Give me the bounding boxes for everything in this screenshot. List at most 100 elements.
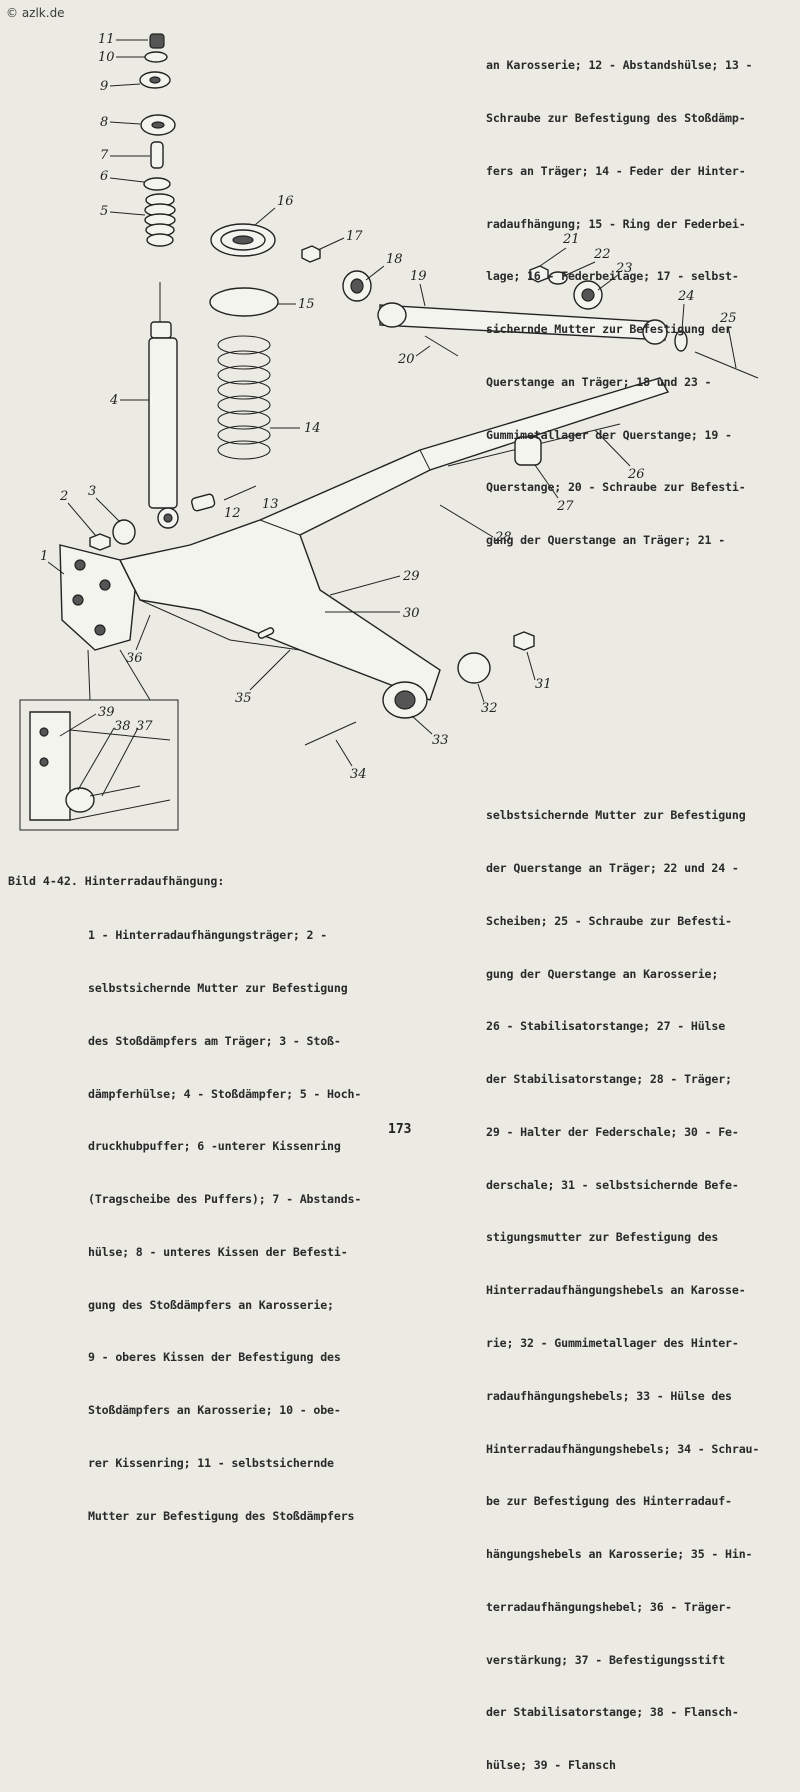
caption-line: druckhubpuffer; 6 -unterer Kissenring bbox=[88, 1139, 341, 1154]
callouts: 11 10 9 8 7 6 5 16 17 15 4 14 13 12 2 3 … bbox=[40, 32, 737, 797]
nut-31 bbox=[513, 631, 535, 651]
nut-2 bbox=[89, 533, 111, 551]
callout-8: 8 bbox=[100, 115, 108, 130]
legend-line: 29 - Halter der Federschale; 30 - Fe- bbox=[486, 1124, 739, 1139]
bump-stop bbox=[144, 193, 176, 247]
callout-38: 38 bbox=[114, 719, 131, 734]
callout-20: 20 bbox=[397, 352, 415, 367]
callout-1: 1 bbox=[40, 549, 48, 564]
legend-line: gung der Querstange an Träger; 21 - bbox=[486, 533, 726, 548]
suspension-carrier bbox=[59, 377, 670, 719]
caption-line: (Tragscheibe des Puffers); 7 - Abstands- bbox=[88, 1192, 362, 1207]
detail-inset bbox=[19, 649, 179, 831]
caption-line: 9 - oberes Kissen der Befestigung des bbox=[88, 1350, 341, 1365]
cross-bar bbox=[342, 265, 688, 352]
bolt-13 bbox=[223, 485, 257, 501]
legend-line: Querstange an Träger; 18 und 23 - bbox=[486, 374, 712, 389]
callout-5: 5 bbox=[100, 204, 108, 219]
legend-line: fers an Träger; 14 - Feder der Hinter- bbox=[486, 163, 746, 178]
callout-13: 13 bbox=[262, 497, 279, 512]
legend-line: radaufhängungshebels; 33 - Hülse des bbox=[486, 1388, 732, 1403]
callout-7: 7 bbox=[100, 148, 109, 163]
watermark: © azlk.de bbox=[6, 6, 65, 20]
legend-line: radaufhängung; 15 - Ring der Federbei- bbox=[486, 216, 746, 231]
legend-line: verstärkung; 37 - Befestigungsstift bbox=[486, 1652, 726, 1667]
legend-line: hülse; 39 - Flansch bbox=[486, 1758, 616, 1773]
legend-line: gung der Querstange an Karosserie; bbox=[486, 966, 719, 981]
legend-line: selbstsichernde Mutter zur Befestigung bbox=[486, 808, 746, 823]
page-number: 173 bbox=[388, 1122, 412, 1137]
callout-3: 3 bbox=[88, 484, 96, 499]
callout-28: 28 bbox=[494, 530, 512, 545]
callout-15: 15 bbox=[298, 297, 315, 312]
callout-31: 31 bbox=[535, 677, 552, 692]
callout-33: 33 bbox=[432, 733, 449, 748]
callout-35: 35 bbox=[235, 691, 252, 706]
spacer-sleeve bbox=[191, 493, 216, 512]
legend-line: sichernde Mutter zur Befestigung der bbox=[486, 322, 732, 337]
callout-37: 37 bbox=[136, 719, 153, 734]
callout-25: 25 bbox=[719, 311, 737, 326]
shock-mount-stack bbox=[139, 33, 176, 247]
callout-24: 24 bbox=[677, 289, 695, 304]
callout-9: 9 bbox=[100, 79, 108, 94]
caption-line: Mutter zur Befestigung des Stoßdämpfers bbox=[88, 1508, 355, 1523]
callout-12: 12 bbox=[224, 506, 241, 521]
coil-spring bbox=[217, 335, 271, 460]
figure-caption-title: Bild 4-42. Hinterradaufhängung: bbox=[8, 874, 225, 888]
callout-30: 30 bbox=[403, 606, 420, 621]
legend-line: lage; 16 - Federbeilage; 17 - selbst- bbox=[486, 269, 739, 284]
callout-6: 6 bbox=[100, 169, 108, 184]
spring-seat bbox=[210, 223, 276, 257]
callout-2: 2 bbox=[59, 489, 68, 504]
bolt-25 bbox=[694, 351, 759, 379]
legend-line: terradaufhängungshebel; 36 - Träger- bbox=[486, 1599, 732, 1614]
legend-line: der Stabilisatorstange; 28 - Träger; bbox=[486, 1072, 732, 1087]
rear-suspension-diagram: 11 10 9 8 7 6 5 16 17 15 4 14 13 12 2 3 … bbox=[19, 32, 759, 831]
caption-line: Stoßdämpfers an Karosserie; 10 - obe- bbox=[88, 1403, 341, 1418]
callout-29: 29 bbox=[402, 569, 420, 584]
legend-line: an Karosserie; 12 - Abstandshülse; 13 - bbox=[486, 58, 753, 73]
caption-line: selbstsichernde Mutter zur Befestigung bbox=[88, 980, 348, 995]
rubber-bushing-32 bbox=[457, 652, 491, 684]
legend-line: der Stabilisatorstange; 38 - Flansch- bbox=[486, 1705, 739, 1720]
legend-text-bottom: selbstsichernde Mutter zur Befestigung d… bbox=[486, 772, 759, 1792]
figure-caption-body: 1 - Hinterradaufhängungsträger; 2 - selb… bbox=[88, 892, 361, 1543]
stabilizer-bar bbox=[447, 423, 621, 467]
legend-line: der Querstange an Träger; 22 und 24 - bbox=[486, 860, 739, 875]
bolt-34 bbox=[304, 721, 357, 746]
callout-39: 39 bbox=[98, 705, 115, 720]
caption-line: hülse; 8 - unteres Kissen der Befesti- bbox=[88, 1244, 348, 1259]
callout-14: 14 bbox=[304, 421, 321, 436]
legend-line: 26 - Stabilisatorstange; 27 - Hülse bbox=[486, 1019, 726, 1034]
callout-10: 10 bbox=[98, 50, 115, 65]
legend-line: be zur Befestigung des Hinterradauf- bbox=[486, 1494, 732, 1509]
callout-21: 21 bbox=[562, 232, 580, 247]
callout-19: 19 bbox=[410, 269, 427, 284]
caption-line: 1 - Hinterradaufhängungsträger; 2 - bbox=[88, 928, 328, 943]
legend-line: Querstange; 20 - Schraube zur Befesti- bbox=[486, 480, 746, 495]
callout-16: 16 bbox=[277, 194, 294, 209]
legend-line: derschale; 31 - selbstsichernde Befe- bbox=[486, 1177, 739, 1192]
callout-11: 11 bbox=[98, 32, 115, 47]
legend-line: Schraube zur Befestigung des Stoßdämp- bbox=[486, 110, 746, 125]
legend-line: rie; 32 - Gummimetallager des Hinter- bbox=[486, 1336, 739, 1350]
legend-line: hängungshebels an Karosserie; 35 - Hin- bbox=[486, 1547, 753, 1562]
legend-text-top: an Karosserie; 12 - Abstandshülse; 13 - … bbox=[486, 22, 753, 567]
callout-26: 26 bbox=[627, 467, 645, 482]
caption-line: rer Kissenring; 11 - selbstsichernde bbox=[88, 1456, 334, 1470]
nut-17 bbox=[301, 245, 321, 263]
caption-line: dämpferhülse; 4 - Stoßdämpfer; 5 - Hoch- bbox=[88, 1086, 362, 1101]
callout-22: 22 bbox=[593, 247, 611, 262]
caption-line: gung des Stoßdämpfers an Karosserie; bbox=[88, 1297, 334, 1312]
callout-34: 34 bbox=[350, 767, 367, 782]
callout-18: 18 bbox=[386, 252, 403, 267]
legend-line: Scheiben; 25 - Schraube zur Befesti- bbox=[486, 913, 732, 928]
legend-line: stigungsmutter zur Befestigung des bbox=[486, 1230, 719, 1245]
callout-32: 32 bbox=[481, 701, 498, 716]
callout-27: 27 bbox=[556, 499, 574, 514]
callout-36: 36 bbox=[126, 651, 143, 666]
legend-line: Hinterradaufhängungshebels; 34 - Schrau- bbox=[486, 1441, 760, 1456]
caption-line: des Stoßdämpfers am Träger; 3 - Stoß- bbox=[88, 1033, 341, 1048]
spring-ring bbox=[209, 287, 279, 317]
